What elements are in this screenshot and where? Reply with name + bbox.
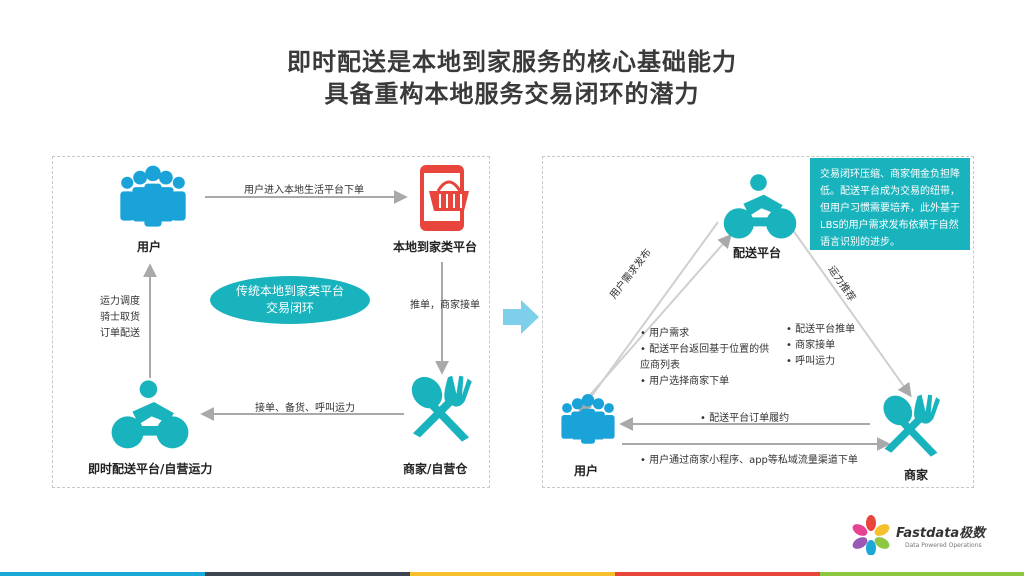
left-node-delivery: 即时配送平台/自营运力 — [88, 462, 213, 476]
order-label: 用户通过商家小程序、app等私域流量渠道下单 — [649, 455, 858, 466]
edge-line-delivery: 订单配送 — [100, 328, 140, 339]
left-node-user: 用户 — [137, 240, 162, 254]
right-bullets-left: 用户需求 配送平台返回基于位置的供应商列表 用户选择商家下单 — [640, 326, 772, 390]
center-label-text: 传统本地到家类平台交易闭环 — [235, 284, 344, 315]
edge-line-dispatch: 运力调度 — [100, 296, 140, 307]
left-edge-delivery-user: 运力调度 骑士取货 订单配送 — [100, 294, 140, 342]
right-bullets-right: 配送平台推单 商家接单 呼叫运力 — [786, 322, 855, 370]
fulfill-label: 配送平台订单履约 — [709, 413, 790, 424]
rider-icon — [722, 172, 798, 240]
list-item: 用户选择商家下单 — [640, 374, 772, 390]
footer-bar — [820, 572, 1024, 576]
shopping-phone-icon — [420, 165, 469, 231]
left-edge-platform-merchant: 推单，商家接单 — [410, 300, 480, 311]
right-edge-order: • 用户通过商家小程序、app等私域流量渠道下单 — [640, 455, 858, 466]
right-panel — [542, 156, 974, 488]
footer-bar — [205, 572, 410, 576]
right-edge-fulfill: • 配送平台订单履约 — [700, 413, 790, 424]
right-callout: 交易闭环压缩、商家佣金负担降低。配送平台成为交易的纽带，但用户习惯需要培养，此外… — [810, 158, 970, 250]
logo-flower-icon — [852, 515, 890, 555]
edge-line-pickup: 骑士取货 — [100, 312, 140, 323]
list-item: 配送平台返回基于位置的供应商列表 — [640, 342, 772, 374]
left-center-label: 传统本地到家类平台交易闭环 — [210, 276, 370, 324]
left-edge-user-platform: 用户进入本地生活平台下单 — [244, 185, 364, 196]
page-title-line2: 具备重构本地服务交易闭环的潜力 — [324, 80, 700, 108]
fork-spoon-icon — [878, 392, 944, 458]
left-node-platform: 本地到家类平台 — [393, 240, 478, 254]
right-node-user: 用户 — [574, 464, 599, 478]
left-panel — [52, 156, 490, 488]
list-item: 用户需求 — [640, 326, 772, 342]
right-node-delivery: 配送平台 — [733, 246, 782, 260]
right-node-merchant: 商家 — [904, 468, 929, 482]
footer-bar — [410, 572, 615, 576]
footer-bar — [0, 572, 205, 576]
logo-tagline: Data Powered Operations — [905, 542, 982, 549]
list-item: 配送平台推单 — [786, 322, 855, 338]
arrow-right-icon — [503, 300, 539, 334]
logo-brand: Fastdata极数 — [896, 526, 986, 541]
list-item: 呼叫运力 — [786, 354, 855, 370]
users-group-icon — [553, 394, 623, 450]
page-title-line1: 即时配送是本地到家服务的核心基础能力 — [287, 48, 737, 76]
left-node-merchant: 商家/自营仓 — [403, 462, 468, 476]
footer-bar — [615, 572, 820, 576]
list-item: 商家接单 — [786, 338, 855, 354]
left-edge-merchant-delivery: 接单、备货、呼叫运力 — [255, 403, 355, 414]
